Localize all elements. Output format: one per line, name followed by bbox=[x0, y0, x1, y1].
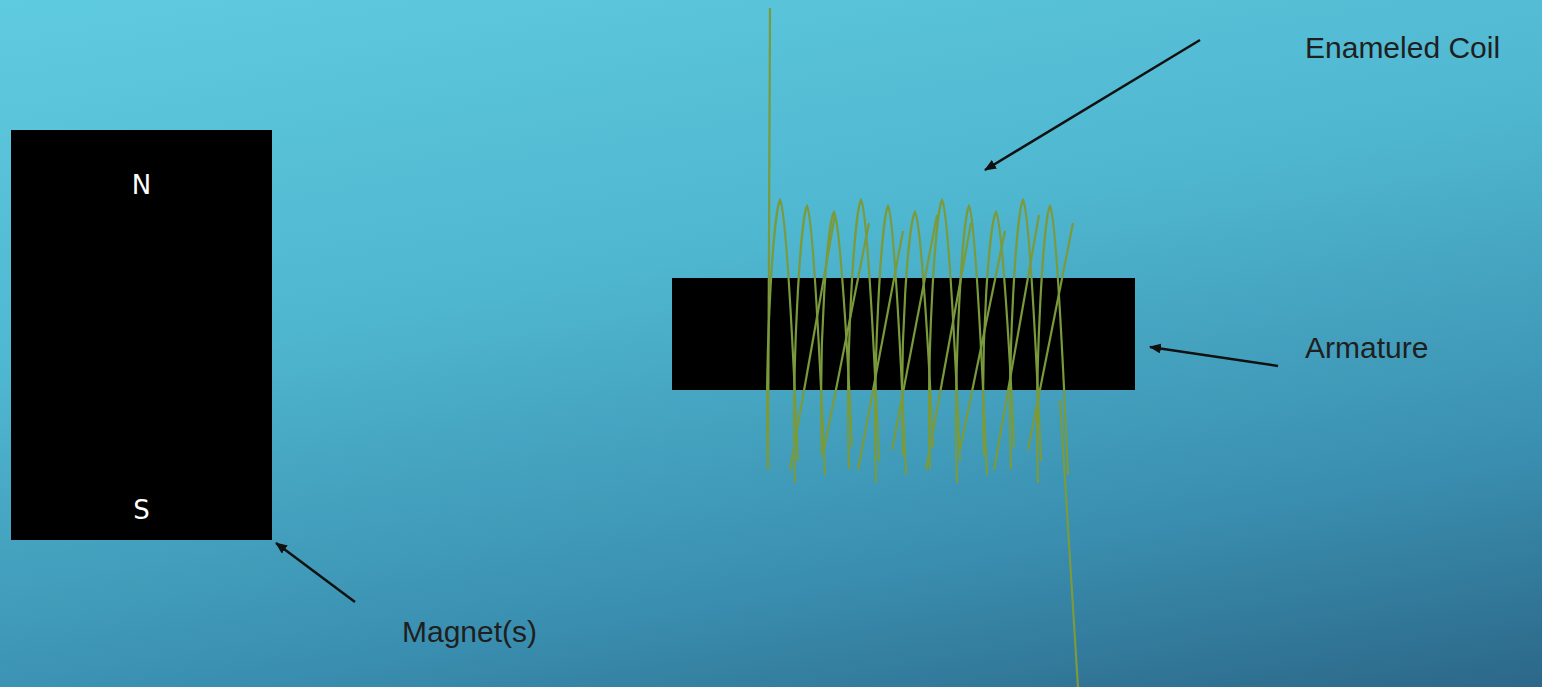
part-label: Magnet(s) bbox=[402, 615, 537, 649]
coil-winding bbox=[824, 223, 869, 450]
leader-line bbox=[1150, 347, 1278, 366]
magnet-block: NS bbox=[11, 130, 272, 540]
pole-label: S bbox=[11, 495, 272, 525]
coil-winding bbox=[960, 231, 1005, 450]
leader-line bbox=[276, 543, 355, 602]
coil-lead bbox=[768, 8, 770, 470]
part-label: Enameled Coil bbox=[1305, 31, 1500, 65]
part-label: Armature bbox=[1305, 331, 1428, 365]
coil-winding bbox=[858, 231, 903, 470]
pole-label: N bbox=[11, 170, 272, 200]
coil-lead bbox=[1060, 400, 1078, 687]
coil-windings bbox=[767, 8, 1078, 687]
coil-winding bbox=[794, 206, 825, 483]
coil-winding bbox=[1037, 206, 1068, 483]
coil-winding bbox=[892, 215, 937, 450]
leader-line bbox=[985, 40, 1200, 170]
coil-winding bbox=[1028, 223, 1073, 450]
coil-winding bbox=[875, 206, 906, 483]
